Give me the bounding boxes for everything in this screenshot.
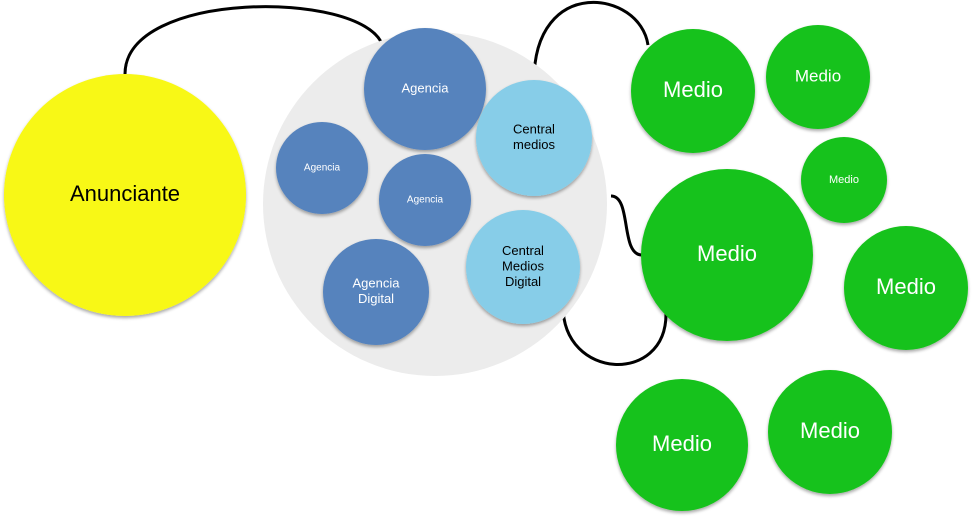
nodes: AnuncianteAgenciaAgenciaAgenciaAgenciaDi…: [4, 25, 968, 511]
node-circle[interactable]: [844, 226, 968, 350]
connectors: [123, 0, 668, 366]
node-label: Agencia: [304, 163, 341, 174]
node-label: Central: [513, 122, 555, 137]
connector-central-digital-medio: [561, 305, 668, 366]
node-label: Digital: [505, 274, 541, 289]
node-circle[interactable]: [276, 122, 368, 214]
node-label: Medio: [800, 418, 860, 443]
node-label: Central: [502, 243, 544, 258]
node-circle[interactable]: [323, 239, 429, 345]
node-circle[interactable]: [364, 28, 486, 150]
node-agencia-1[interactable]: Agencia: [364, 28, 486, 150]
node-medio-2[interactable]: Medio: [766, 25, 870, 129]
connector-central-medios-medio: [532, 0, 650, 82]
node-medio-1[interactable]: Medio: [631, 29, 755, 153]
node-anunciante[interactable]: Anunciante: [4, 74, 246, 316]
node-label: Medio: [795, 66, 841, 85]
node-label: Agencia: [407, 195, 444, 206]
node-label: Medio: [829, 174, 859, 186]
node-circle[interactable]: [631, 29, 755, 153]
node-circle[interactable]: [466, 210, 580, 324]
node-label: Medios: [502, 258, 544, 273]
connector-group-medio: [610, 194, 643, 257]
node-medio-7[interactable]: Medio: [768, 370, 892, 494]
node-label: Anunciante: [70, 181, 180, 206]
node-label: Digital: [358, 291, 394, 306]
node-circle[interactable]: [641, 169, 813, 341]
node-agencia-2[interactable]: Agencia: [276, 122, 368, 214]
node-label: Medio: [663, 77, 723, 102]
node-circle[interactable]: [616, 379, 748, 511]
node-circle[interactable]: [379, 154, 471, 246]
node-label: Agencia: [353, 276, 401, 291]
node-label: Medio: [697, 241, 757, 266]
node-circle[interactable]: [768, 370, 892, 494]
node-medio-3[interactable]: Medio: [801, 137, 887, 223]
node-circle[interactable]: [476, 80, 592, 196]
node-circle[interactable]: [4, 74, 246, 316]
node-circle[interactable]: [801, 137, 887, 223]
node-medio-5[interactable]: Medio: [844, 226, 968, 350]
node-label: Agencia: [402, 80, 450, 95]
node-medio-6[interactable]: Medio: [616, 379, 748, 511]
node-label: Medio: [876, 274, 936, 299]
node-agencia-3[interactable]: Agencia: [379, 154, 471, 246]
node-circle[interactable]: [766, 25, 870, 129]
node-label: medios: [513, 137, 555, 152]
node-label: Medio: [652, 431, 712, 456]
node-medio-4[interactable]: Medio: [641, 169, 813, 341]
connector-anunciante-agencia: [123, 5, 384, 75]
